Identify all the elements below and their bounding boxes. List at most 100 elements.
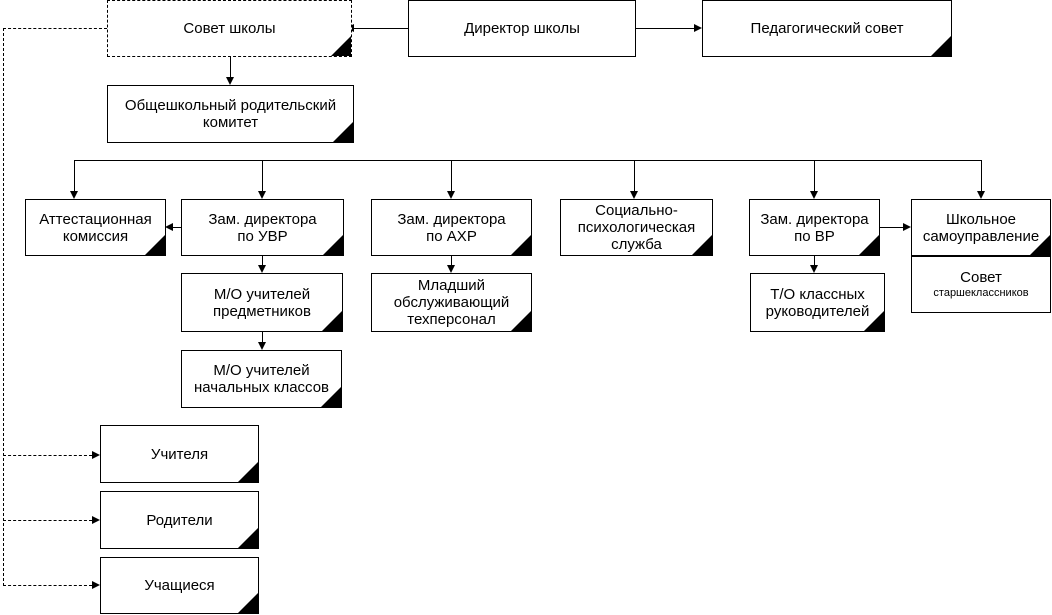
arrowhead xyxy=(810,265,818,273)
box-label-line: старшеклассников xyxy=(933,287,1029,299)
box-label-line: Общешкольный родительский xyxy=(124,97,337,114)
box-label-line: Социально- xyxy=(595,202,678,219)
box-label: Учителя xyxy=(150,445,209,463)
box-label-line: комитет xyxy=(202,114,259,131)
mo-primary-teachers-box: М/О учителей начальных классов xyxy=(181,350,342,408)
arrowhead xyxy=(903,223,911,231)
parents-box: Родители xyxy=(100,491,259,549)
corner-marker xyxy=(330,35,351,56)
corner-marker xyxy=(863,310,884,331)
dashed-connector-vertical xyxy=(3,28,4,586)
box-label-line: Аттестационная xyxy=(39,210,152,228)
box-label-line: психологическая xyxy=(577,219,696,236)
deputy-uvr-box: Зам. директора по УВР xyxy=(181,199,344,256)
connector-vr-to-to-class xyxy=(814,256,815,265)
corner-marker xyxy=(332,121,353,142)
deputy-ahr-box: Зам. директора по АХР xyxy=(371,199,532,256)
connector-drop-deputy-vr xyxy=(814,160,815,191)
corner-marker xyxy=(322,234,343,255)
box-label-line: по АХР xyxy=(426,227,477,245)
corner-marker xyxy=(320,386,341,407)
corner-marker xyxy=(691,234,712,255)
director-box: Директор школы xyxy=(408,0,636,57)
corner-marker xyxy=(144,234,165,255)
corner-marker xyxy=(237,461,258,482)
box-label-line: по ВР xyxy=(794,227,835,245)
corner-marker xyxy=(510,234,531,255)
arrowhead xyxy=(447,265,455,273)
senior-students-council-box: Совет старшеклассников xyxy=(911,256,1051,313)
box-label-line: по УВР xyxy=(237,227,288,245)
arrowhead xyxy=(70,191,78,199)
arrowhead xyxy=(92,451,100,459)
box-label-line: Совет xyxy=(960,269,1002,286)
social-psych-service-box: Социально- психологическая служба xyxy=(560,199,713,256)
box-label-line: М/О учителей xyxy=(213,285,311,303)
box-label-line: Младший xyxy=(417,277,486,294)
corner-marker xyxy=(858,234,879,255)
arrowhead xyxy=(258,191,266,199)
attestation-commission-box: Аттестационная комиссия xyxy=(25,199,166,256)
connector-director-to-school-council xyxy=(352,28,408,29)
dashed-connector-school-council-horizontal xyxy=(3,28,107,29)
connector-drop-deputy-uvr xyxy=(262,160,263,191)
pedagogical-council-box: Педагогический совет xyxy=(702,0,952,57)
box-label-line: Зам. директора xyxy=(760,210,869,228)
arrowhead xyxy=(258,342,266,350)
box-label-line: самоуправление xyxy=(922,227,1040,245)
box-label-line: Зам. директора xyxy=(208,210,317,228)
arrowhead xyxy=(92,516,100,524)
arrowhead xyxy=(977,191,985,199)
box-label-line: Зам. директора xyxy=(397,210,506,228)
to-class-teachers-box: Т/О классных руководителей xyxy=(750,273,885,332)
box-label-line: начальных классов xyxy=(193,379,330,396)
school-self-government-box: Школьное самоуправление xyxy=(911,199,1051,256)
box-label-line: предметников xyxy=(213,302,311,320)
box-label-line: руководителей xyxy=(765,302,870,320)
parent-committee-box: Общешкольный родительский комитет xyxy=(107,85,354,143)
connector-uvr-to-mo-subject xyxy=(262,256,263,265)
connector-ahr-to-junior-staff xyxy=(451,256,452,265)
mo-subject-teachers-box: М/О учителей предметников xyxy=(181,273,343,332)
teachers-box: Учителя xyxy=(100,425,259,483)
arrowhead xyxy=(447,191,455,199)
box-label-line: М/О учителей xyxy=(213,362,310,379)
box-label-line: обслуживающий xyxy=(393,294,510,311)
connector-mo-subject-to-mo-primary xyxy=(262,332,263,342)
arrowhead xyxy=(226,77,234,85)
connector-drop-deputy-ahr xyxy=(451,160,452,191)
dashed-connector-to-students xyxy=(3,585,92,586)
box-label-line: Школьное xyxy=(945,210,1017,228)
school-council-box: Совет школы xyxy=(107,0,352,57)
connector-drop-social-service xyxy=(634,160,635,191)
arrowhead xyxy=(258,265,266,273)
corner-marker xyxy=(237,527,258,548)
box-label: Педагогический совет xyxy=(750,20,904,37)
box-label: Родители xyxy=(146,511,213,529)
connector-horizontal-bus xyxy=(74,160,981,161)
arrowhead xyxy=(694,24,702,32)
dashed-connector-to-parents xyxy=(3,520,92,521)
corner-marker xyxy=(510,310,531,331)
box-label-line: служба xyxy=(611,236,662,253)
box-label: Совет школы xyxy=(183,20,276,37)
box-label-line: техперсонал xyxy=(407,311,496,328)
box-label-line: комиссия xyxy=(62,227,129,245)
connector-uvr-to-attestation xyxy=(171,227,181,228)
arrowhead xyxy=(92,581,100,589)
arrowhead xyxy=(810,191,818,199)
corner-marker xyxy=(1029,234,1050,255)
connector-vr-to-self-government xyxy=(880,227,903,228)
corner-marker xyxy=(237,592,258,613)
dashed-connector-to-teachers xyxy=(3,455,92,456)
corner-marker xyxy=(321,310,342,331)
connector-drop-attestation xyxy=(74,160,75,191)
arrowhead xyxy=(165,223,173,231)
connector-director-to-pedagogical-council xyxy=(636,28,694,29)
box-label: Учащиеся xyxy=(144,577,215,594)
connector-school-council-to-parent-committee xyxy=(230,57,231,77)
connector-drop-self-government xyxy=(981,160,982,191)
corner-marker xyxy=(930,35,951,56)
box-label-line: Т/О классных xyxy=(770,285,865,303)
